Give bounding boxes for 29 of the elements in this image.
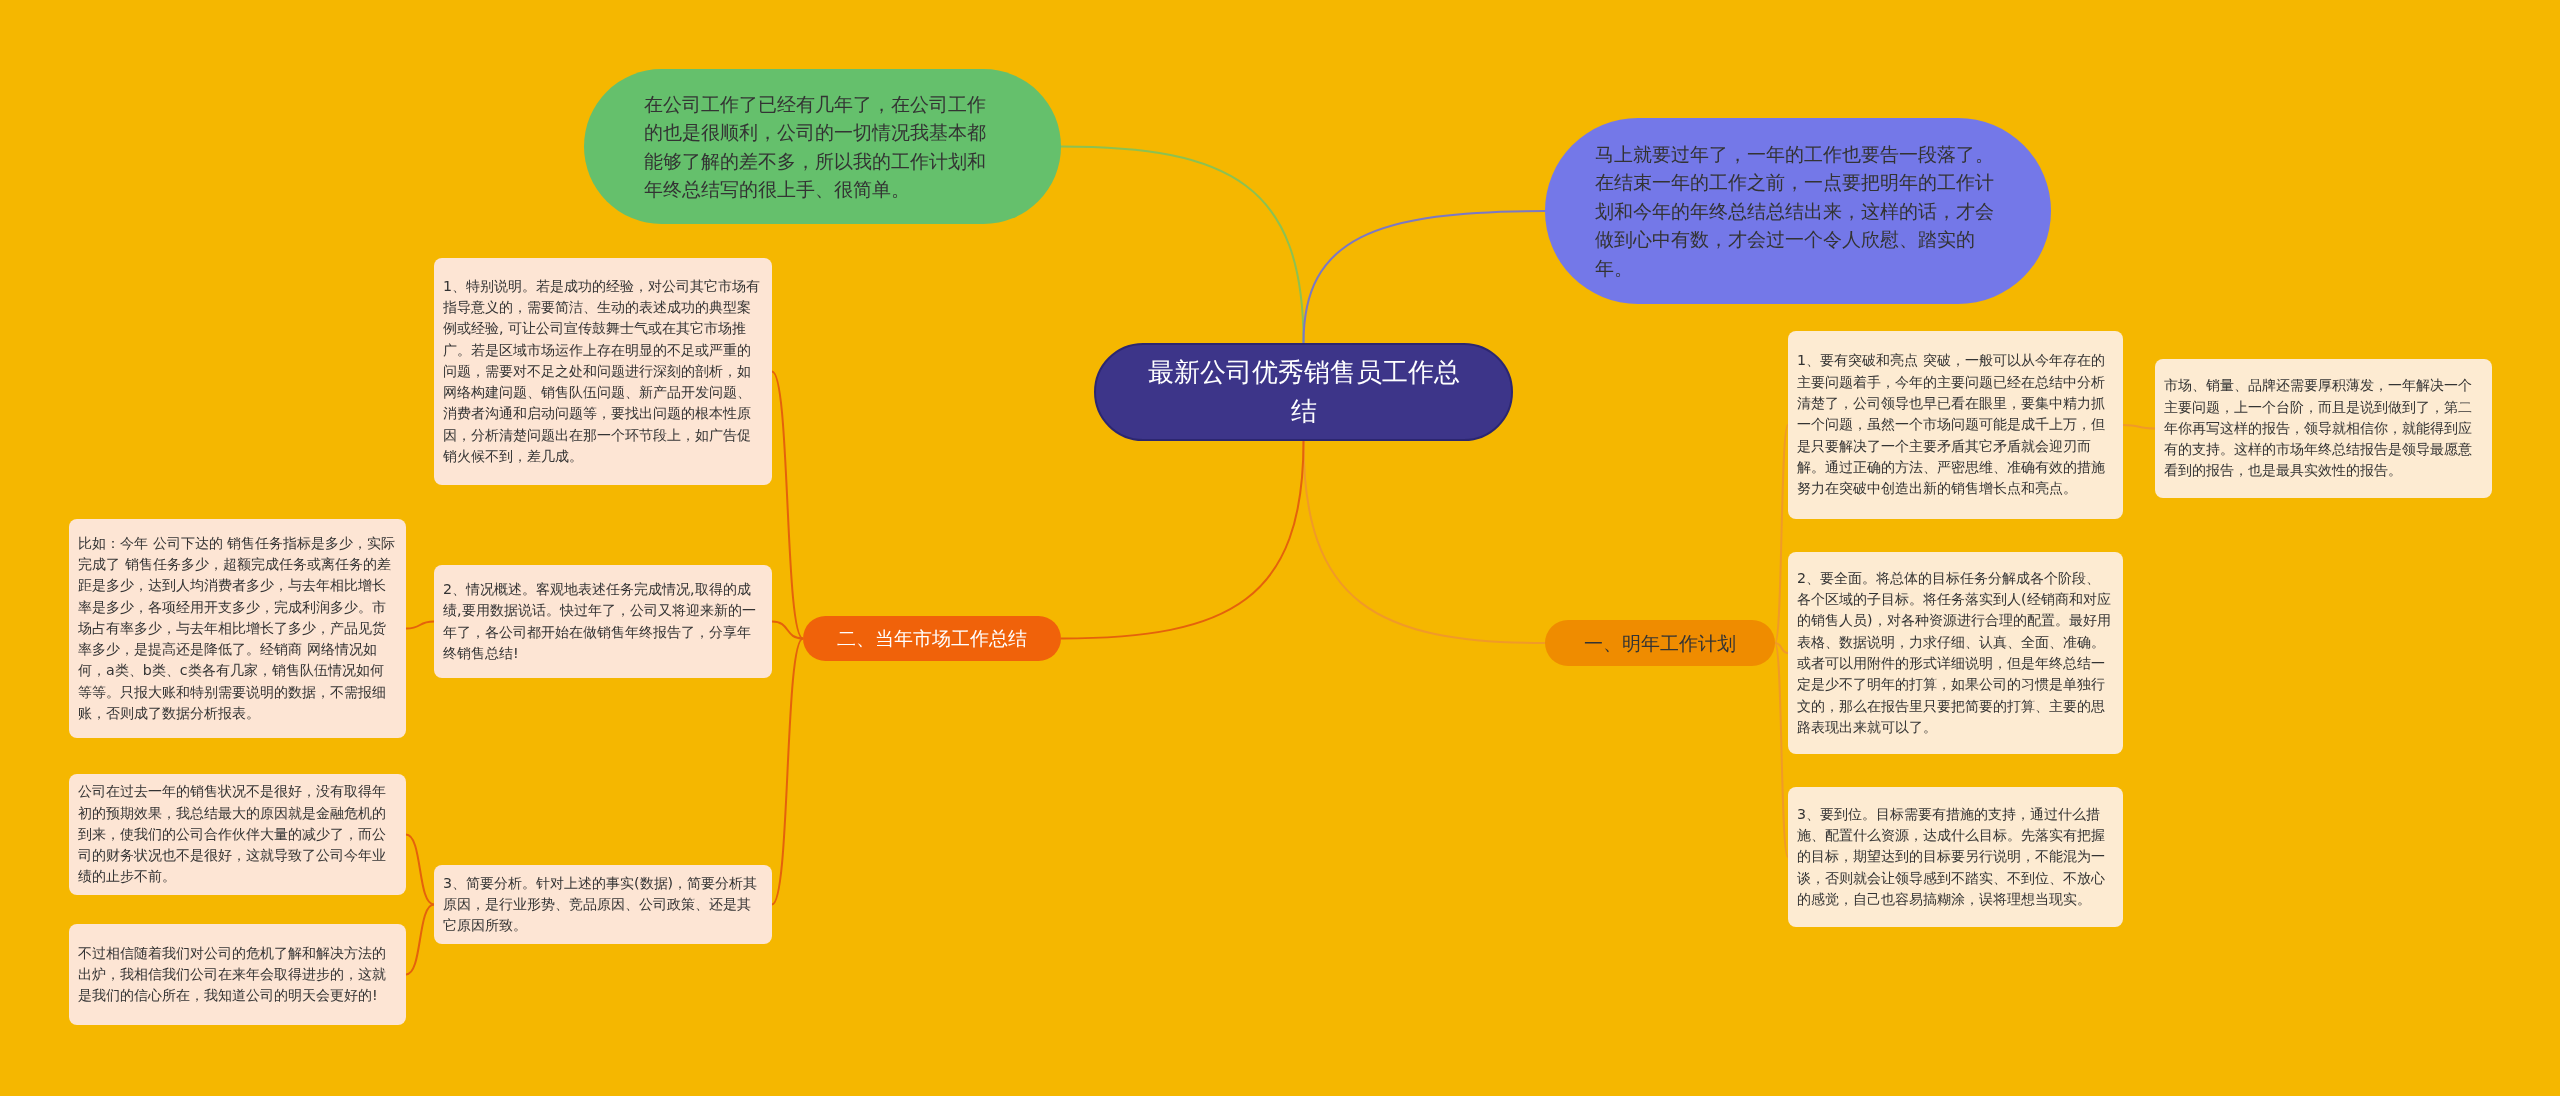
connector-line (771, 370, 804, 640)
connector-line (405, 903, 435, 976)
connector-line (405, 620, 435, 630)
text-card: 市场、销量、品牌还需要厚积薄发，一年解决一个主要问题，上一个台阶，而且是说到做到了，第二年你再写这样的报告，领导就相信你，就能得到应有的支持。这样的市场年终总结报告是领导最愿意看到的报告，也是最具实效性的报告。 (2155, 359, 2492, 498)
connector-line (405, 833, 435, 906)
topic-bubble: 马上就要过年了，一年的工作也要告一段落了。在结束一年的工作之前，一点要把明年的工作计划和今年的年终总结总结出来，这样的话，才会做到心中有数，才会过一个令人欣慰、踏实的年。 (1545, 118, 2051, 304)
connector-line (771, 637, 804, 906)
text-card: 2、要全面。将总体的目标任务分解成各个阶段、各个区域的子目标。将任务落实到人(经销商和对应的销售人员)，对各种资源进行合理的配置。最好用表格、数据说明，力求仔细、认真、全面、准确。或者可以用附件的形式详细说明，但是年终总结一定是少不了明年的打算，如果公司的习惯是单独行文的，那么在报告里只要把简要的打算、主要的思路表现出来就可以了。 (1788, 552, 2123, 754)
connector-line (1774, 424, 1789, 644)
text-card: 不过相信随着我们对公司的危机了解和解决方法的出炉，我相信我们公司在来年会取得进步的，这就是我们的信心所在，我知道公司的明天会更好的! (69, 924, 406, 1025)
connector-line (1060, 440, 1305, 640)
branch-topic: 二、当年市场工作总结 (803, 616, 1061, 661)
connector-line (1302, 210, 1546, 344)
text-card: 3、要到位。目标需要有措施的支持，通过什么措施、配置什么资源，达成什么目标。先落实有把握的目标，期望达到的目标要另行说明，不能混为一谈，否则就会让领导感到不踏实、不到位、不放心的感觉，自己也容易搞糊涂，误将理想当现实。 (1788, 787, 2123, 927)
branch-topic: 一、明年工作计划 (1545, 620, 1775, 666)
connector-line (1774, 642, 1789, 654)
text-card: 比如：今年 公司下达的 销售任务指标是多少，实际完成了 销售任务多少，超额完成任务或离任务的差距是多少，达到人均消费者多少，与去年相比增长率是多少，各项经用开支多少，完成利润多少。市场占有率多少，与去年相比增长了多少，产品见货率多少，是提高还是降低了。经销商 网络情况如何，a类、b类、c类各有几家，销售队伍情况如何等等。只报大账和特别需要说明的数据，不需报细账，否则成了数据分析报表。 (69, 519, 406, 738)
text-card: 1、特别说明。若是成功的经验，对公司其它市场有指导意义的，需要简洁、生动的表述成功的典型案例或经验, 可让公司宣传鼓舞士气或在其它市场推广。若是区域市场运作上存在明显的不足或严重的问题，需要对不足之处和问题进行深刻的剖析，如网络构建问题、销售队伍问题、新产品开发问题、消费者沟通和启动问题等，要找出问题的根本性原因，分析清楚问题出在那一个环节段上，如广告促销火候不到，差几成。 (434, 258, 772, 485)
central-topic: 最新公司优秀销售员工作总结 (1094, 343, 1513, 441)
text-card: 3、简要分析。针对上述的事实(数据)，简要分析其原因，是行业形势、竞品原因、公司政策、还是其它原因所致。 (434, 865, 772, 944)
text-card: 2、情况概述。客观地表述任务完成情况,取得的成绩,要用数据说话。快过年了，公司又将迎来新的一年了，各公司都开始在做销售年终报告了，分享年终销售总结! (434, 565, 772, 678)
connector-line (1774, 642, 1789, 858)
connector-line (1302, 440, 1546, 644)
topic-bubble: 在公司工作了已经有几年了，在公司工作的也是很顺利，公司的一切情况我基本都能够了解的差不多，所以我的工作计划和年终总结写的很上手、很简单。 (584, 69, 1061, 224)
connector-line (771, 620, 804, 640)
text-card: 公司在过去一年的销售状况不是很好，没有取得年初的预期效果，我总结最大的原因就是金融危机的到来，使我们的公司合作伙伴大量的减少了，而公司的财务状况也不是很好，这就导致了公司今年业绩的止步不前。 (69, 774, 406, 895)
text-card: 1、要有突破和亮点 突破，一般可以从今年存在的主要问题着手，今年的主要问题已经在总结中分析清楚了，公司领导也早已看在眼里，要集中精力抓一个问题，虽然一个市场问题可能是成千上万，但是只要解决了一个主要矛盾其它矛盾就会迎刃而解。通过正确的方法、严密思维、准确有效的措施努力在突破中创造出新的销售增长点和亮点。 (1788, 331, 2123, 519)
connector-line (2122, 424, 2156, 430)
connector-line (1060, 145, 1305, 344)
